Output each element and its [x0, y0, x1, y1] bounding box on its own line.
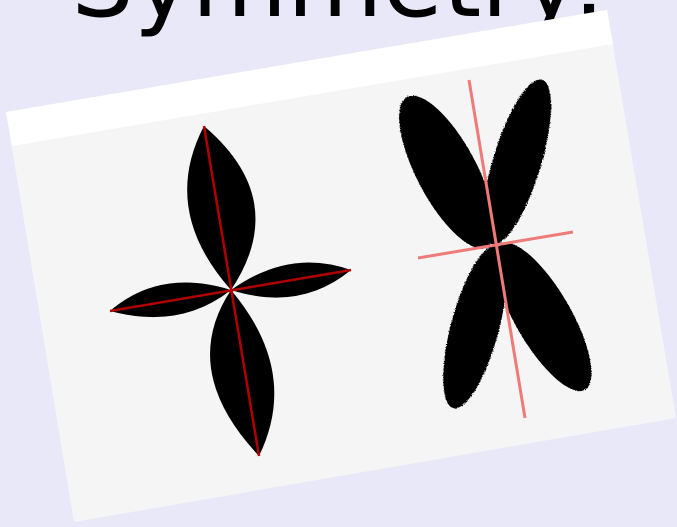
- slide: Symmetry:: [0, 0, 677, 527]
- symmetry-figure-card: [0, 0, 677, 527]
